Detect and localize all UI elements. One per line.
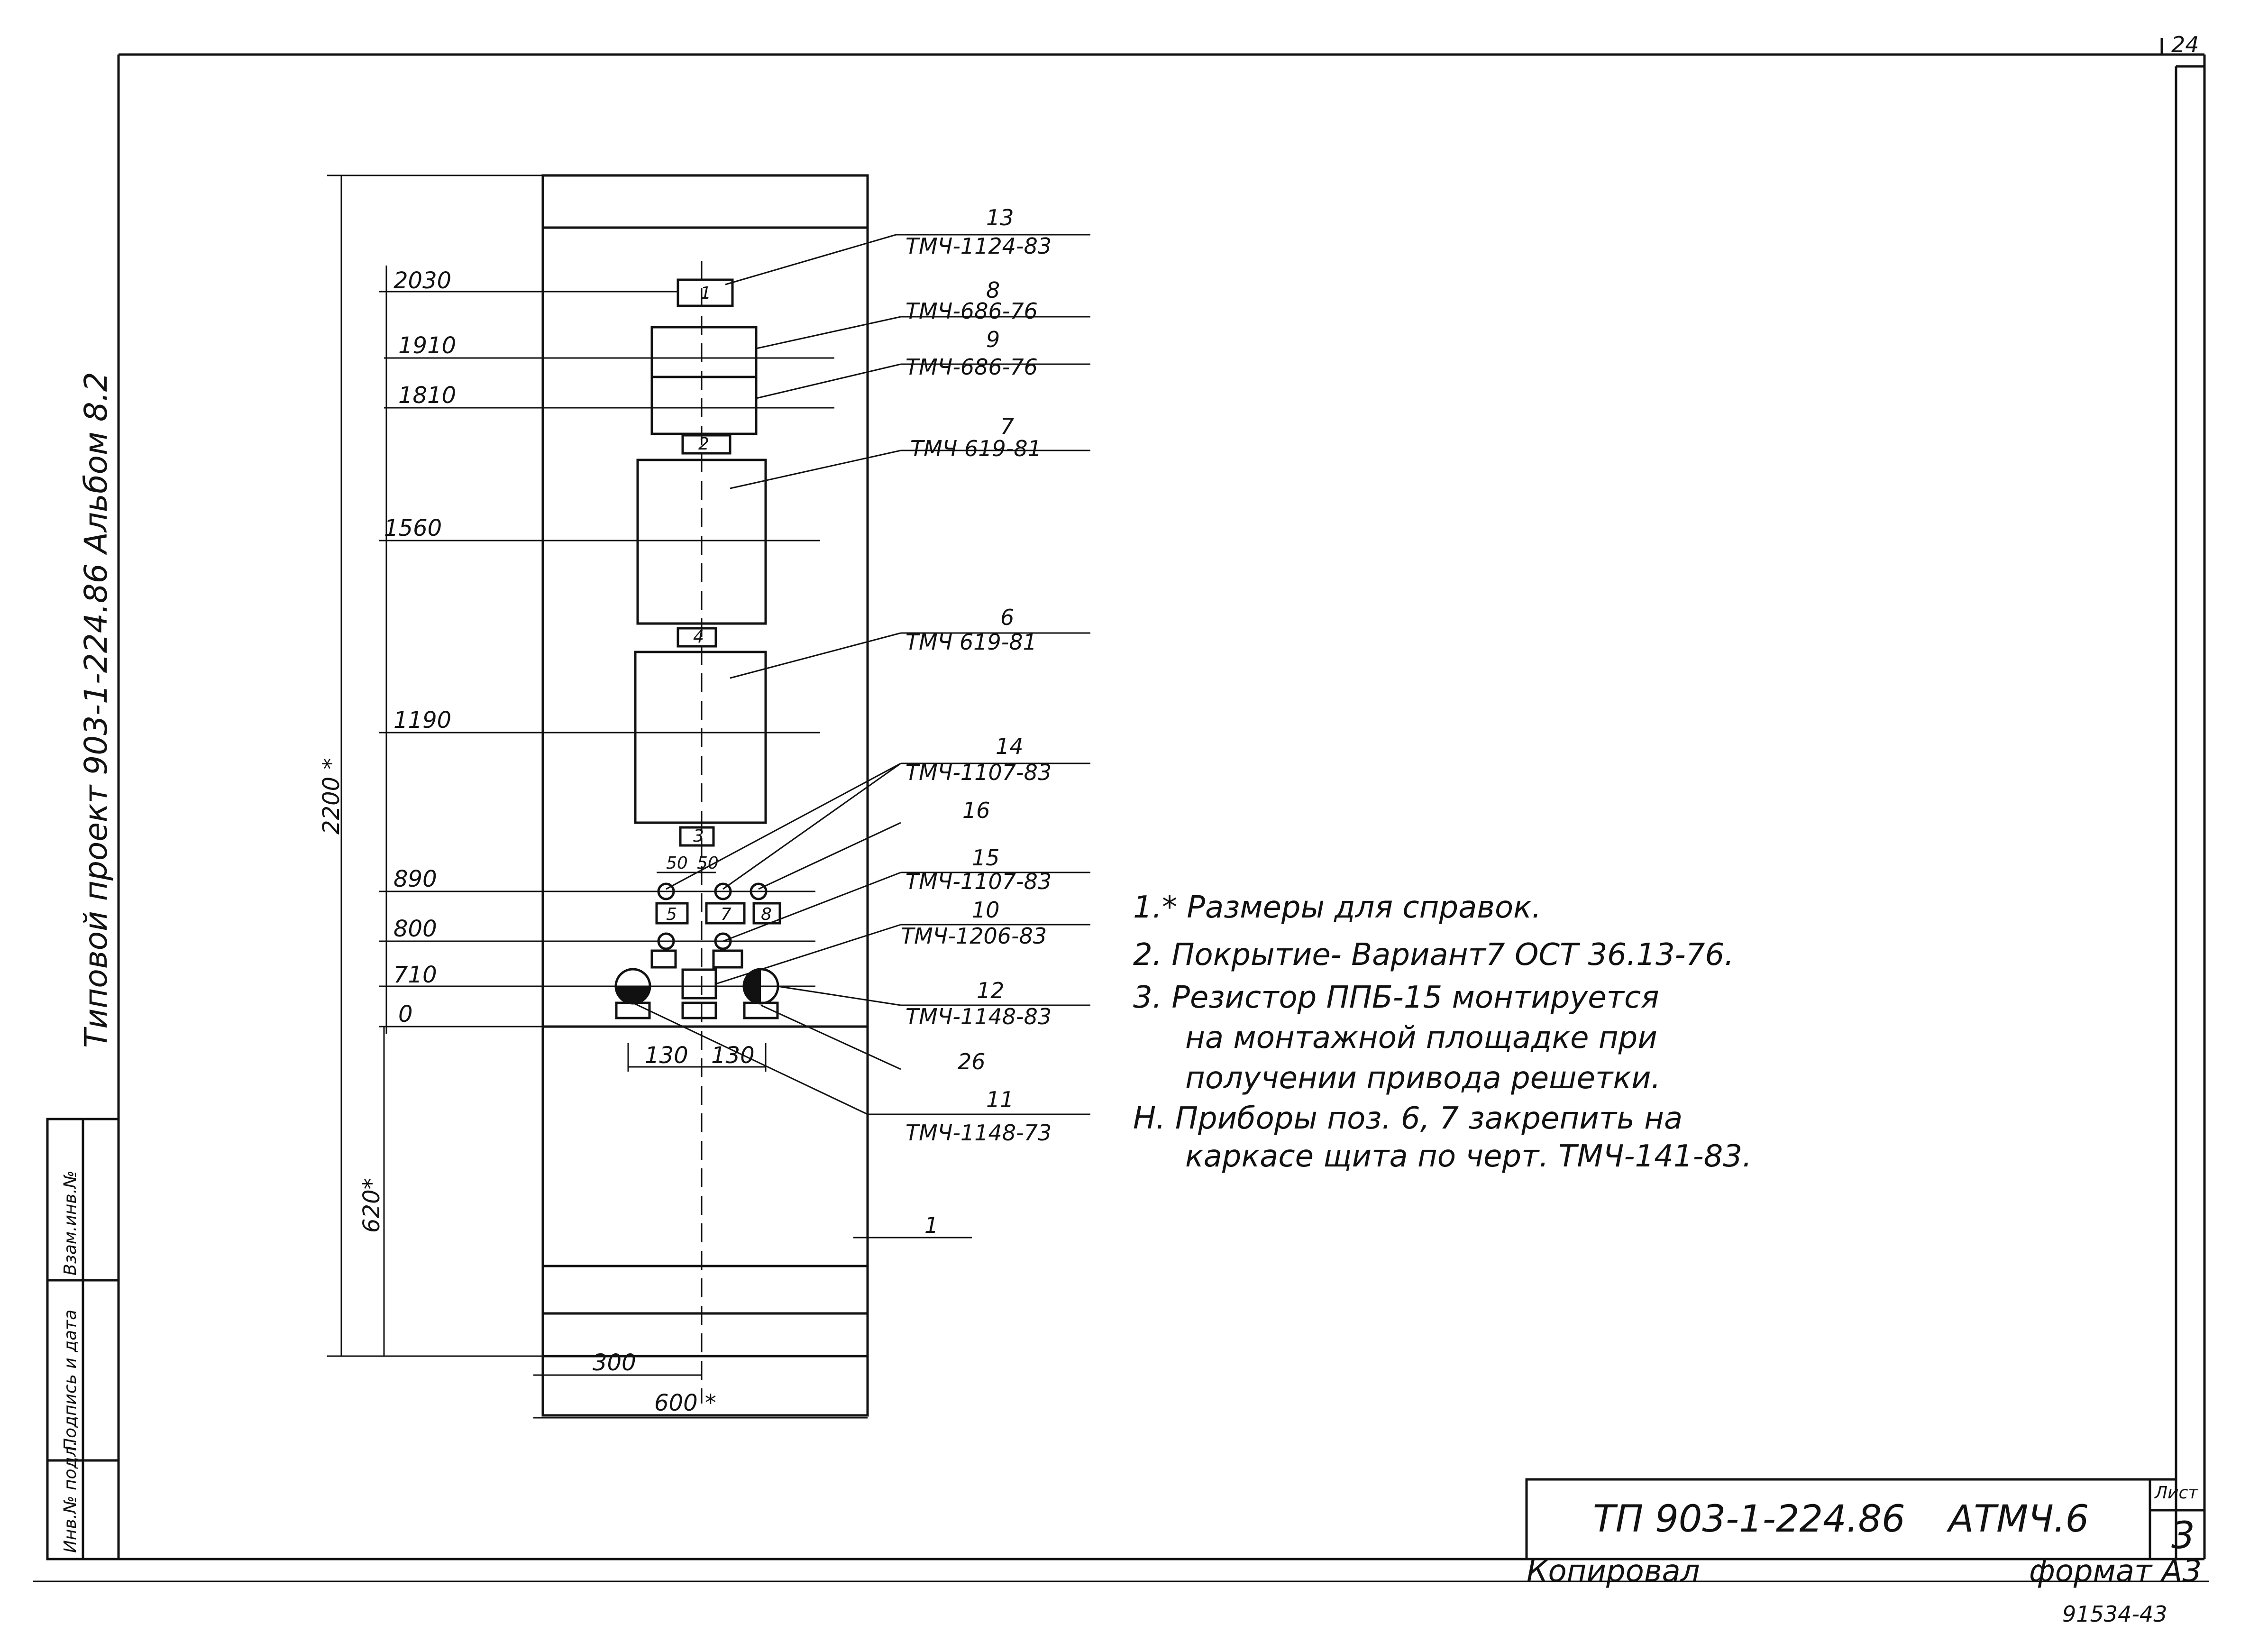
notes: 1.* Размеры для справок. 2. Покрытие- Ва…: [1133, 890, 1752, 1174]
title-code: ТП 903-1-224.86: [1593, 1498, 1905, 1541]
dim-300: 300: [593, 1349, 636, 1376]
dim-800: 800: [393, 916, 437, 942]
side-stamp: [46, 1118, 120, 1560]
callout-9-pos: 9: [986, 327, 1000, 352]
title-mark: АТМЧ.6: [1946, 1498, 2089, 1541]
callout-12-ref: ТМЧ-1148-83: [905, 1004, 1052, 1029]
callout-14-ref: ТМЧ-1107-83: [905, 760, 1052, 785]
callout-7-pos: 7: [1000, 413, 1014, 439]
callout-15-ref: ТМЧ-1107-83: [905, 869, 1052, 894]
sheet-number: 3: [2171, 1514, 2195, 1557]
dim-1190: 1190: [393, 707, 451, 734]
dim-1810: 1810: [398, 382, 456, 409]
callout-7-ref: ТМЧ 619-81: [910, 436, 1042, 461]
dim-710: 710: [393, 962, 437, 988]
top-right-number: 24: [2171, 32, 2199, 57]
stamp-inv-podl: Инв.№ подл.: [61, 1441, 80, 1553]
mark-3: 3: [693, 826, 704, 846]
callout-11-ref: ТМЧ-1148-73: [905, 1120, 1052, 1146]
dim-0: 0: [398, 1001, 413, 1028]
side-title: Типовой проект 903-1-224.86 Альбом 8.2: [78, 372, 114, 1048]
callout-10-ref: ТМЧ-1206-83: [901, 923, 1047, 949]
format-label: формат А3: [2029, 1554, 2202, 1589]
height-dimension-lines: [327, 174, 868, 1419]
note-3c: получении привода решетки.: [1185, 1061, 1661, 1096]
dim-130-a: 130: [645, 1042, 688, 1069]
title-block: [1525, 1478, 2204, 1560]
copied-by: Копировал: [1527, 1554, 1700, 1589]
dim-1910: 1910: [398, 332, 456, 359]
archive-number: 91534-43: [2062, 1601, 2167, 1627]
note-3: 3. Резистор ППБ-15 монтируется: [1133, 980, 1659, 1015]
callout-15-pos: 15: [972, 845, 1000, 871]
callout-14-pos: 14: [996, 734, 1024, 759]
stamp-podpis: Подпись и дата: [61, 1310, 80, 1451]
callout-12-pos: 12: [977, 978, 1005, 1003]
callout-9-ref: ТМЧ-686-76: [905, 354, 1038, 380]
note-1: 1.* Размеры для справок.: [1133, 890, 1541, 925]
callout-11-pos: 11: [986, 1087, 1014, 1112]
sheet-frame: [33, 38, 2209, 1582]
callout-1-pos: 1: [924, 1212, 938, 1238]
callout-8-ref: ТМЧ-686-76: [905, 298, 1038, 324]
callout-13-ref: ТМЧ-1124-83: [905, 233, 1052, 259]
dim-890: 890: [393, 866, 437, 892]
mark-1: 1: [700, 284, 711, 303]
panel-outline: [541, 174, 869, 1417]
note-2: 2. Покрытие- Вариант7 ОСТ 36.13-76.: [1133, 937, 1734, 973]
mark-7: 7: [721, 905, 732, 924]
dim-2030: 2030: [393, 267, 451, 294]
callout-6-ref: ТМЧ 619-81: [905, 629, 1037, 655]
mark-2: 2: [698, 434, 709, 454]
sheet-label: Лист: [2154, 1483, 2198, 1503]
note-4b: каркасе щита по черт. ТМЧ-141-83.: [1185, 1139, 1752, 1174]
dim-2200: 2200 *: [318, 758, 345, 835]
callout-16-pos: 16: [962, 798, 990, 823]
mark-5: 5: [666, 905, 677, 924]
dim-130-b: 130: [711, 1042, 755, 1069]
stamp-vzam: Взам.инв.№: [61, 1170, 80, 1276]
callout-6-pos: 6: [1000, 605, 1014, 630]
callout-10-pos: 10: [972, 897, 1000, 923]
callout-8-pos: 8: [986, 277, 1000, 303]
leader-lines: [632, 234, 1090, 1239]
note-3b: на монтажной площадке при: [1185, 1020, 1657, 1055]
mark-8: 8: [761, 905, 772, 924]
devices: [614, 278, 781, 1019]
note-4: Н. Приборы поз. 6, 7 закрепить на: [1133, 1101, 1683, 1136]
dim-1560: 1560: [384, 515, 442, 541]
callout-13-pos: 13: [986, 205, 1014, 230]
dim-50-a: 50: [666, 854, 688, 873]
mark-4: 4: [693, 627, 704, 647]
dim-600: 600 *: [654, 1390, 716, 1416]
callout-26-pos: 26: [958, 1049, 986, 1074]
dim-620: 620*: [358, 1178, 385, 1233]
